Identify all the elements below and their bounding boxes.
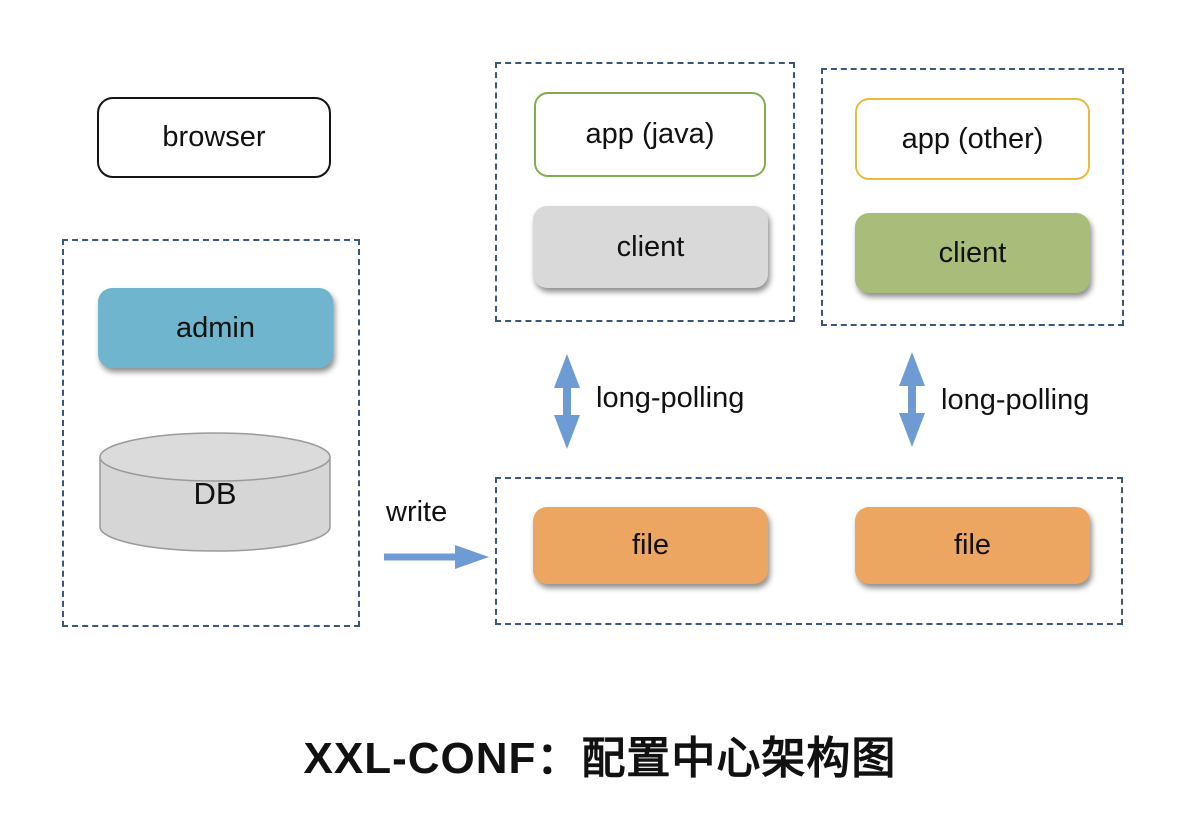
client-java-label: client bbox=[616, 230, 685, 263]
app-other-label: app (other) bbox=[901, 122, 1044, 155]
diagram-title: XXL-CONF：配置中心架构图 bbox=[303, 734, 897, 783]
app-other-node: app (other) bbox=[855, 98, 1090, 180]
write-arrow-icon bbox=[384, 545, 489, 569]
browser-label: browser bbox=[162, 121, 266, 153]
admin-label: admin bbox=[176, 311, 255, 344]
app-java-label: app (java) bbox=[585, 118, 715, 150]
db-cylinder: DB bbox=[97, 430, 333, 554]
long-polling-label-left: long-polling bbox=[596, 382, 745, 414]
client-java-node: client bbox=[533, 206, 768, 288]
browser-node: browser bbox=[97, 97, 331, 178]
long-polling-double-arrow-right-icon bbox=[899, 352, 925, 447]
client-other-node: client bbox=[855, 213, 1090, 293]
file-java-node: file bbox=[533, 507, 768, 584]
file-java-label: file bbox=[631, 529, 670, 561]
database-cylinder-icon bbox=[99, 432, 331, 552]
app-other-group-container bbox=[821, 68, 1124, 326]
long-polling-double-arrow-left-icon bbox=[554, 354, 580, 449]
client-other-label: client bbox=[938, 236, 1007, 269]
admin-node: admin bbox=[98, 288, 333, 368]
admin-group-container bbox=[62, 239, 360, 627]
db-label: DB bbox=[193, 476, 237, 511]
file-other-node: file bbox=[855, 507, 1090, 584]
app-java-group-container bbox=[495, 62, 795, 322]
long-polling-label-right: long-polling bbox=[941, 384, 1090, 416]
file-group-container bbox=[495, 477, 1123, 625]
write-label: write bbox=[386, 496, 448, 528]
app-java-node: app (java) bbox=[534, 92, 766, 177]
file-other-label: file bbox=[953, 529, 992, 561]
